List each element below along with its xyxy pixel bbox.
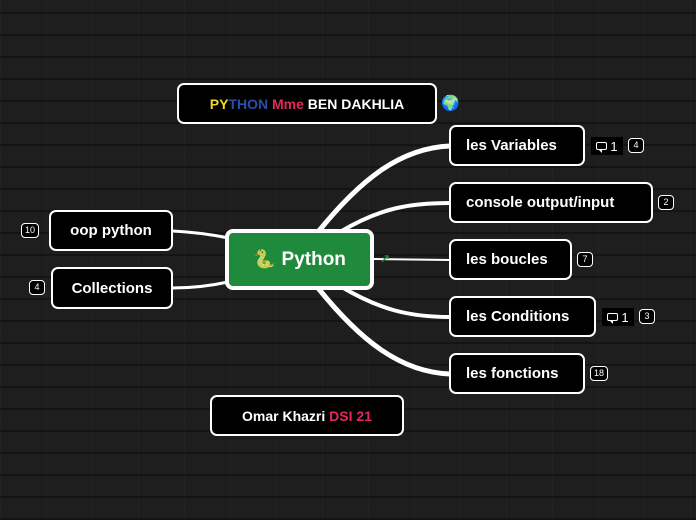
topic-oop-python[interactable]: oop python [49, 210, 173, 251]
child-count-badge[interactable]: 10 [21, 223, 40, 238]
author-name: Omar Khazri [242, 407, 326, 424]
comment-count: 1 [610, 138, 618, 154]
topic-label: les boucles [466, 251, 548, 268]
snake-icon: 🐍 [253, 249, 276, 269]
connector-les-fonctions [315, 285, 453, 377]
connector-les-variables [315, 143, 453, 235]
comment-count: 1 [621, 309, 629, 325]
title-part-name: BEN DAKHLIA [303, 95, 405, 112]
comment-indicator[interactable]: 1 [602, 308, 634, 326]
child-count-badge[interactable]: 4 [29, 280, 45, 295]
child-count-badge[interactable]: 4 [628, 138, 644, 153]
author-class: DSI 21 [325, 407, 372, 424]
connector-les-boucles [371, 258, 451, 261]
author-node[interactable]: Omar Khazri DSI 21 [210, 395, 404, 436]
topic-label: les Variables [466, 137, 557, 154]
connector-oop-python [170, 229, 230, 240]
topic-collections[interactable]: Collections [51, 267, 173, 309]
child-count-badge[interactable]: 2 [658, 195, 674, 210]
topic-label: console output/input [466, 194, 615, 211]
comment-indicator[interactable]: 1 [591, 137, 623, 155]
central-node-python[interactable]: 🐍 Python [225, 229, 374, 290]
comment-icon [596, 142, 608, 153]
topic-label: Collections [71, 279, 153, 297]
topic-console-output-input[interactable]: console output/input [449, 182, 653, 223]
child-count-badge[interactable]: 7 [577, 252, 593, 267]
title-part-py: PY [209, 95, 229, 112]
connector-console [338, 201, 452, 234]
title-part-thon: THON [228, 95, 269, 112]
connector-collections [170, 280, 230, 290]
topic-label: les fonctions [466, 365, 559, 382]
topic-label: les Conditions [466, 308, 570, 325]
child-count-badge[interactable]: 18 [590, 366, 609, 381]
topic-les-boucles[interactable]: les boucles [449, 239, 572, 280]
topic-les-variables[interactable]: les Variables [449, 125, 585, 166]
collapse-arrow-icon[interactable]: ↗ [380, 252, 391, 266]
child-count-badge[interactable]: 3 [639, 309, 655, 324]
topic-les-fonctions[interactable]: les fonctions [449, 353, 585, 394]
central-label: Python [281, 248, 346, 270]
globe-icon[interactable]: 🌍 [441, 95, 460, 112]
title-part-mme: Mme [268, 95, 304, 112]
connector-les-conditions [338, 284, 452, 319]
comment-icon [607, 313, 619, 324]
topic-les-conditions[interactable]: les Conditions [449, 296, 596, 337]
topic-label: oop python [70, 222, 152, 239]
